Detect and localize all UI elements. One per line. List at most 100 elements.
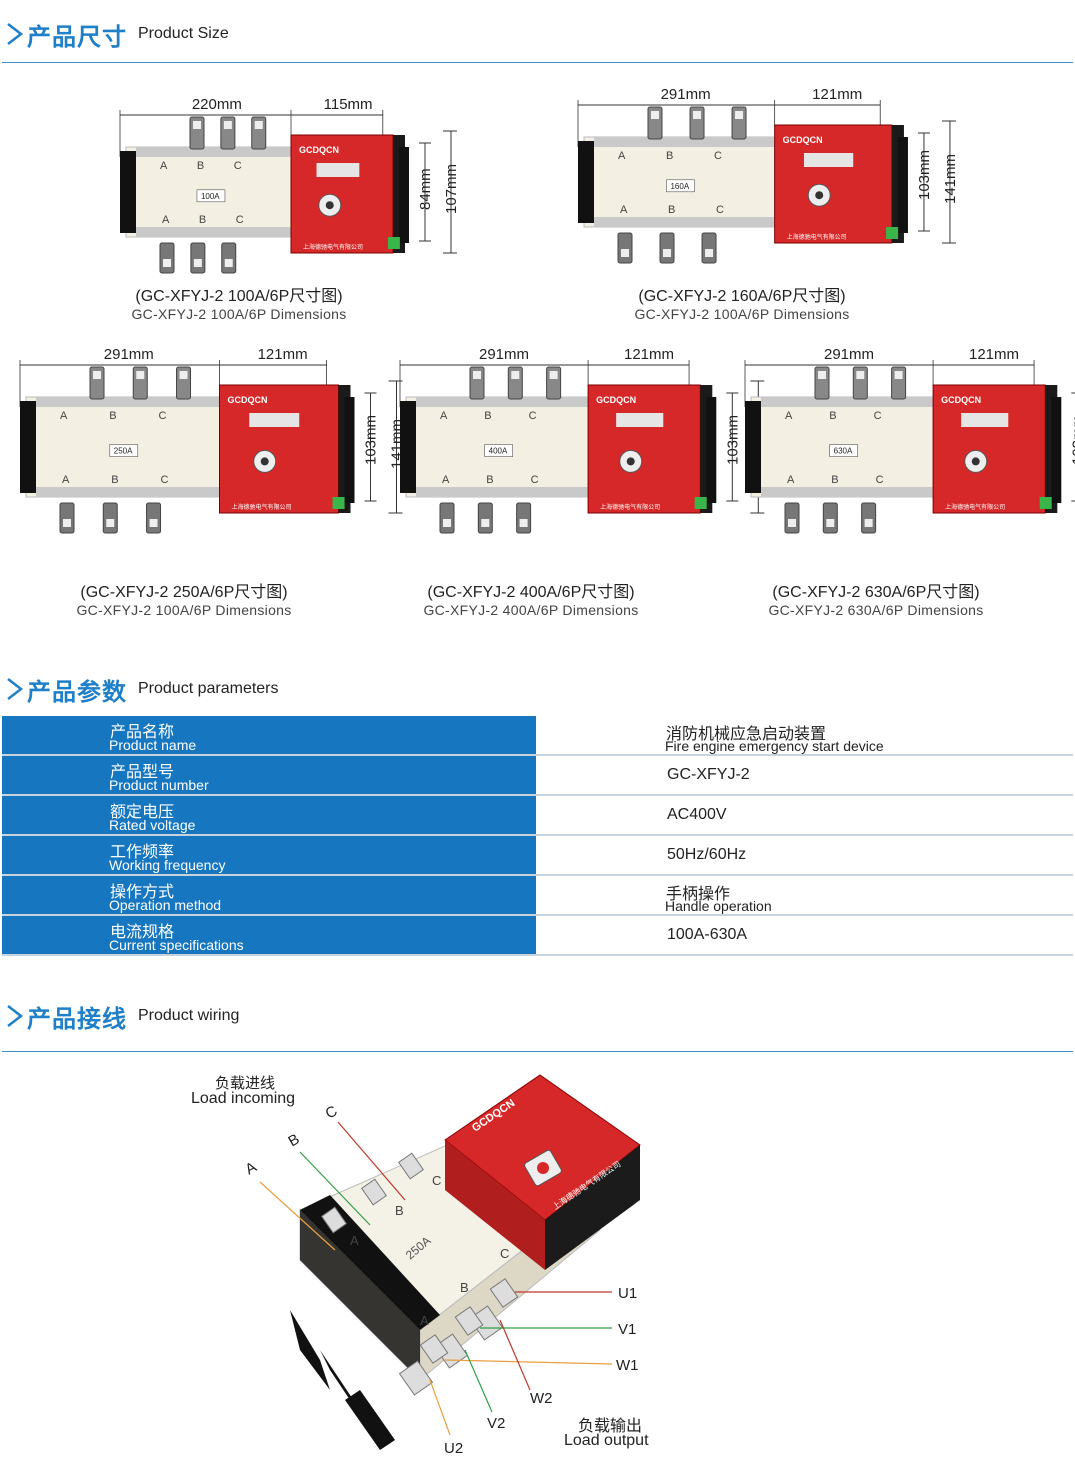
- chevron-right-icon: [7, 1005, 24, 1027]
- param-label-en: Working frequency: [109, 857, 226, 873]
- output-U1-label: U1: [618, 1285, 638, 1302]
- total-height-dimension-label: 141mm: [942, 154, 959, 204]
- incoming-label-en: Load incoming: [191, 1090, 296, 1107]
- phase-letter: C: [236, 214, 244, 226]
- phase-letter: A: [785, 410, 793, 422]
- param-label-zh: 额定电压: [110, 804, 175, 821]
- company-label: 上海德驰电气有限公司: [787, 233, 847, 241]
- body-phase-A-low: A: [420, 1313, 429, 1328]
- phase-letter: C: [529, 410, 537, 422]
- phase-letter: A: [618, 150, 626, 162]
- caption-en: GC-XFYJ-2 630A/6P Dimensions: [768, 602, 984, 618]
- param-label-zh: 操作方式: [110, 884, 175, 901]
- side-dimension-label: 121mm: [258, 346, 308, 363]
- phase-letter: B: [666, 150, 673, 162]
- section-header-wiring: 产品接线 Product wiring: [0, 997, 1075, 1052]
- side-dimension-label: 121mm: [624, 346, 674, 363]
- phase-letter: A: [442, 474, 450, 486]
- section-header-params: 产品参数 Product parameters: [0, 670, 1075, 710]
- caption-zh: (GC-XFYJ-2 400A/6P尺寸图): [427, 584, 635, 601]
- output-label-en: Load output: [564, 1432, 649, 1449]
- param-label-zh: 产品名称: [110, 724, 175, 741]
- param-label-en: Product number: [109, 777, 209, 793]
- param-value: GC-XFYJ-2: [667, 766, 750, 783]
- section-header-size: 产品尺寸 Product Size: [0, 15, 1075, 63]
- body-phase-C: C: [432, 1173, 441, 1188]
- incoming-label-zh: 负载进线: [215, 1075, 276, 1092]
- output-V2-label: V2: [487, 1415, 506, 1432]
- brand-label: GCDQCN: [596, 395, 636, 405]
- param-value: 消防机械应急启动装置: [666, 726, 827, 743]
- wire-W2: [499, 1319, 531, 1391]
- product-caption: (GC-XFYJ-2 250A/6P尺寸图)GC-XFYJ-2 100A/6P …: [34, 578, 334, 618]
- section-title-zh: 产品接线: [27, 1006, 127, 1033]
- width-dimension-label: 291mm: [479, 346, 529, 363]
- total-height-dimension-label: 107mm: [443, 164, 460, 214]
- phase-letter: C: [159, 410, 167, 422]
- wire-B: [299, 1151, 371, 1226]
- phase-letter: A: [440, 410, 448, 422]
- body-phase-C-low: C: [500, 1246, 509, 1261]
- phase-letter: A: [787, 474, 795, 486]
- section-title-en: Product parameters: [138, 680, 279, 697]
- param-label-en: Product name: [109, 737, 197, 753]
- body-phase-B: B: [395, 1203, 404, 1218]
- param-label-zh: 工作频率: [110, 844, 175, 861]
- height-dimension-label: 103mm: [916, 150, 933, 200]
- caption-zh: (GC-XFYJ-2 250A/6P尺寸图): [80, 584, 288, 601]
- phase-letter: B: [668, 204, 675, 216]
- caption-zh: (GC-XFYJ-2 100A/6P尺寸图): [135, 288, 343, 305]
- wiring-diagram: GCDQCN 上海德驰电气有限公司 250A A B C A B C: [0, 1060, 1075, 1459]
- chevron-right-icon: [7, 678, 24, 700]
- section-title-zh: 产品参数: [27, 679, 127, 706]
- caption-en: GC-XFYJ-2 100A/6P Dimensions: [76, 602, 292, 618]
- din-rail-mounts: [290, 1310, 395, 1450]
- section-title-en: Product wiring: [138, 1007, 240, 1024]
- phase-letter: A: [162, 214, 170, 226]
- brand-label: GCDQCN: [299, 145, 339, 155]
- company-label: 上海德驰电气有限公司: [600, 503, 660, 511]
- body-phase-B-low: B: [460, 1280, 469, 1295]
- section-divider: [2, 1051, 1073, 1052]
- body-phase-A: A: [350, 1233, 359, 1248]
- bottom-terminals: [398, 1278, 519, 1396]
- caption-zh: (GC-XFYJ-2 160A/6P尺寸图): [638, 288, 846, 305]
- phase-letter: A: [160, 160, 168, 172]
- wire-V2: [464, 1349, 493, 1413]
- chevron-right-icon: [7, 23, 24, 45]
- width-dimension-label: 291mm: [104, 346, 154, 363]
- output-W2-label: W2: [530, 1390, 553, 1407]
- phase-letter: C: [716, 204, 724, 216]
- phase-letter: A: [60, 410, 68, 422]
- section-title-en: Product Size: [138, 25, 229, 42]
- output-U2-label: U2: [444, 1440, 464, 1457]
- section-divider: [2, 62, 1073, 63]
- company-label: 上海德驰电气有限公司: [945, 503, 1005, 511]
- phase-letter: B: [831, 474, 838, 486]
- output-V1-label: V1: [618, 1321, 637, 1338]
- rating-label: 250A: [114, 447, 133, 456]
- side-dimension-label: 121mm: [969, 346, 1019, 363]
- phase-letter: B: [486, 474, 493, 486]
- param-value: AC400V: [667, 806, 727, 823]
- caption-zh: (GC-XFYJ-2 630A/6P尺寸图): [772, 584, 980, 601]
- side-dimension-label: 115mm: [324, 96, 373, 113]
- brand-label: GCDQCN: [941, 395, 981, 405]
- height-dimension-label: 103mm: [363, 415, 380, 465]
- height-dimension-label: 84mm: [417, 168, 434, 210]
- wire-W1: [444, 1359, 613, 1365]
- phase-letter: B: [197, 160, 204, 172]
- product-caption: (GC-XFYJ-2 100A/6P尺寸图)GC-XFYJ-2 100A/6P …: [89, 282, 389, 322]
